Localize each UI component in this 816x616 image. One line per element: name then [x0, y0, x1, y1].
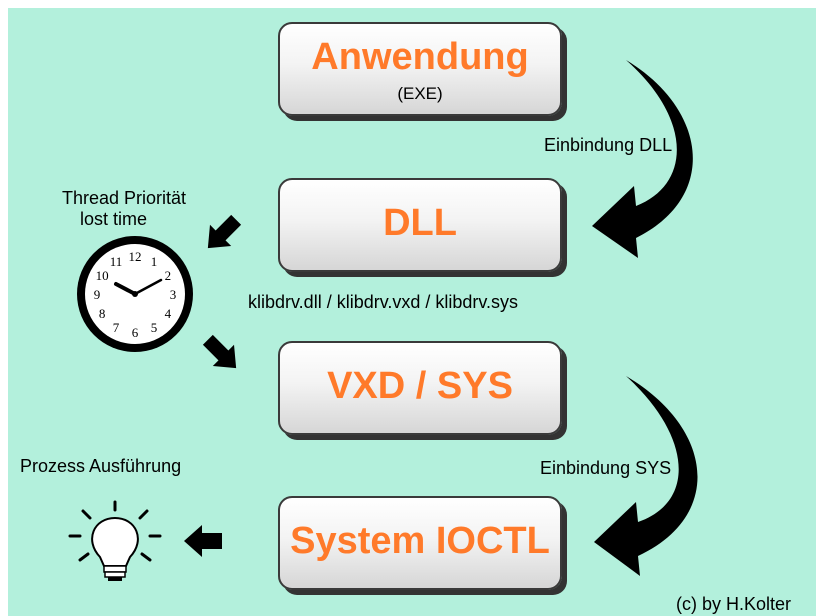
box-anwendung-title: Anwendung [311, 36, 529, 78]
clock-numeral: 8 [99, 306, 106, 321]
label-prozess-ausfuehrung: Prozess Ausführung [20, 456, 182, 476]
arrow-icon [207, 214, 242, 249]
clock-numeral: 11 [110, 254, 123, 269]
box-anwendung-subtitle: (EXE) [397, 84, 443, 103]
box-system-ioctl-title: System IOCTL [290, 520, 550, 562]
clock-numeral: 6 [132, 325, 139, 340]
clock-numeral: 2 [165, 268, 172, 283]
label-copyright: (c) by H.Kolter [676, 594, 792, 614]
box-vxd-sys: VXD / SYS [278, 341, 562, 435]
box-anwendung: Anwendung (EXE) [278, 22, 562, 116]
label-thread-prioritaet: Thread Priorität [62, 188, 187, 208]
box-dll-title: DLL [383, 202, 457, 244]
label-lost-time: lost time [80, 209, 148, 229]
clock-numeral: 1 [151, 254, 158, 269]
curved-arrow-icon [592, 60, 693, 258]
arrow-icon [202, 334, 237, 369]
label-einbindung-sys: Einbindung SYS [540, 458, 672, 478]
clock-numeral: 4 [165, 306, 172, 321]
diagram-canvas: Anwendung (EXE) DLL VXD / SYS System IOC… [8, 8, 816, 616]
clock-numeral: 10 [96, 268, 109, 283]
curved-arrow-icon [594, 376, 698, 576]
box-system-ioctl: System IOCTL [278, 496, 562, 590]
box-dll: DLL [278, 178, 562, 272]
clock-numeral: 3 [170, 287, 177, 302]
label-einbindung-dll: Einbindung DLL [544, 135, 673, 155]
box-vxd-sys-title: VXD / SYS [327, 365, 513, 407]
clock-numeral: 7 [113, 320, 120, 335]
label-driver-files: klibdrv.dll / klibdrv.vxd / klibdrv.sys [248, 292, 519, 312]
lightbulb-icon [68, 500, 162, 581]
clock-numeral: 5 [151, 320, 158, 335]
arrow-icon [184, 525, 222, 557]
clock-numeral: 9 [94, 287, 101, 302]
clock-numeral: 12 [129, 249, 142, 264]
